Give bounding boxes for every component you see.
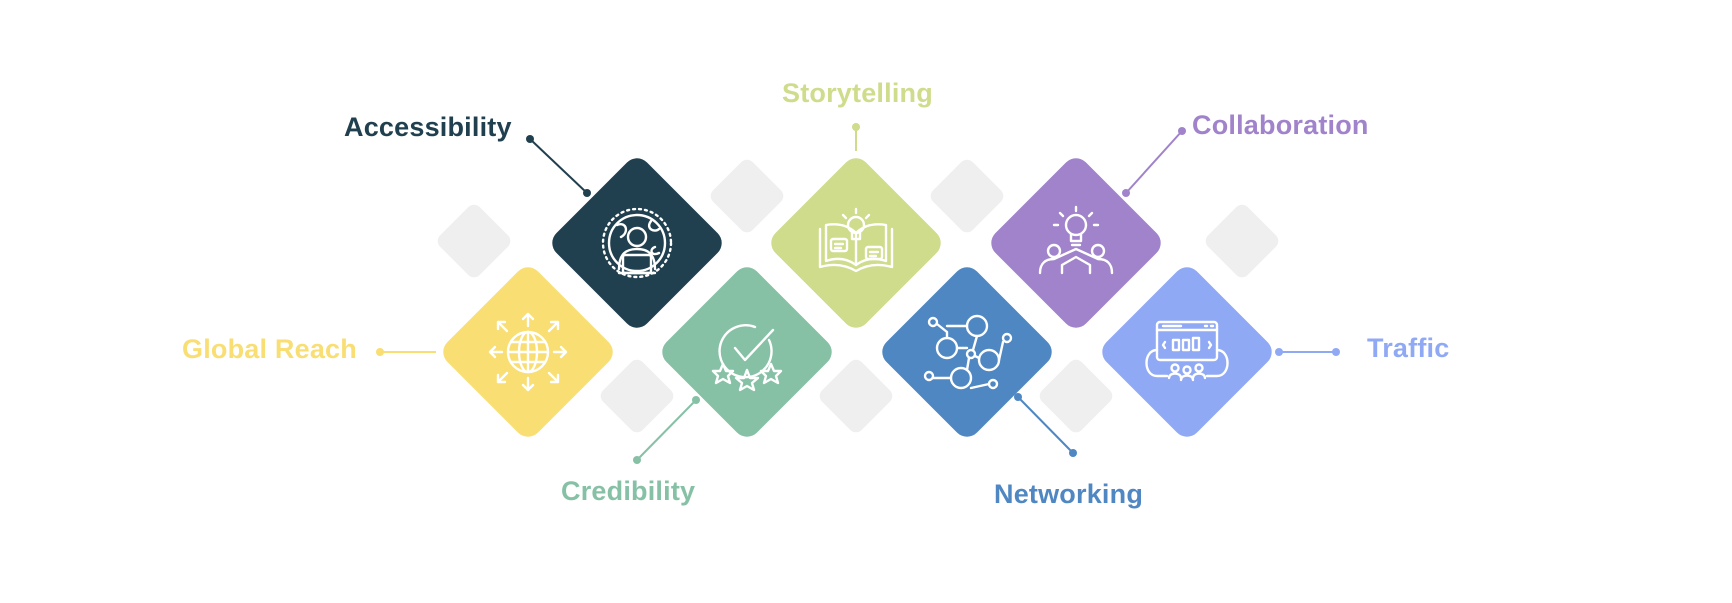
placeholder-diamond (710, 159, 784, 233)
placeholder-diamond (1205, 204, 1279, 278)
diamond-collaboration (991, 158, 1161, 328)
people-lightbulb-icon (1038, 205, 1114, 275)
connector-global-reach (376, 348, 436, 356)
person-laptop-globe-icon (601, 207, 673, 279)
connectors (376, 123, 1340, 464)
label-networking: Networking (994, 479, 1144, 509)
placeholder-diamond (600, 359, 674, 433)
diamond-traffic (1102, 267, 1272, 437)
connector-networking (1014, 393, 1077, 457)
placeholder-diamond (1039, 359, 1113, 433)
connector-traffic (1275, 348, 1340, 356)
placeholder-diamond (819, 359, 893, 433)
placeholder-diamond (437, 204, 511, 278)
connector-collaboration (1122, 127, 1186, 197)
globe-arrows-icon (488, 312, 568, 392)
label-credibility: Credibility (561, 476, 696, 506)
placeholder-diamond (930, 159, 1004, 233)
label-global-reach: Global Reach (182, 334, 357, 364)
label-collaboration: Collaboration (1192, 110, 1369, 140)
connector-credibility (633, 396, 700, 464)
checkmark-stars-icon (711, 324, 783, 392)
label-storytelling: Storytelling (782, 78, 933, 108)
connector-storytelling (852, 123, 860, 151)
diamond-accessibility (552, 158, 722, 328)
label-accessibility: Accessibility (344, 112, 512, 142)
open-book-lightbulb-icon (818, 207, 894, 273)
diamond-credibility (662, 267, 832, 437)
connector-accessibility (526, 135, 591, 197)
placeholder-diamonds (437, 159, 1279, 433)
icons (488, 205, 1229, 392)
label-traffic: Traffic (1367, 333, 1450, 363)
dashboard-audience-icon (1145, 320, 1229, 382)
network-people-icon (923, 314, 1013, 390)
